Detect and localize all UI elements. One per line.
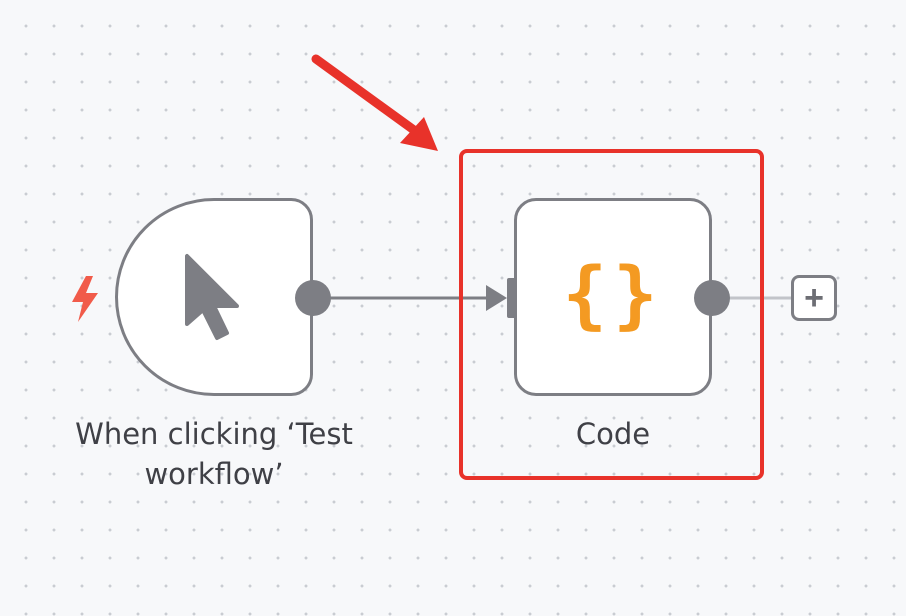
trigger-node[interactable] [115, 198, 313, 396]
code-output-handle[interactable] [694, 280, 730, 316]
code-braces-icon: {} [562, 252, 664, 338]
trigger-output-handle[interactable] [295, 280, 331, 316]
code-node-label: Code [575, 417, 651, 451]
add-node-button[interactable]: + [791, 275, 837, 321]
trigger-node-icon-wrap [118, 201, 310, 393]
code-node-icon-wrap: {} [517, 201, 709, 393]
trigger-node-label: When clicking ‘Test workflow’ [75, 417, 353, 491]
lightning-bolt-icon [72, 276, 98, 322]
annotation-arrow-icon [311, 54, 438, 151]
code-node[interactable]: {} [514, 198, 712, 396]
connection-arrowhead [486, 285, 507, 311]
mouse-pointer-icon [185, 254, 239, 340]
